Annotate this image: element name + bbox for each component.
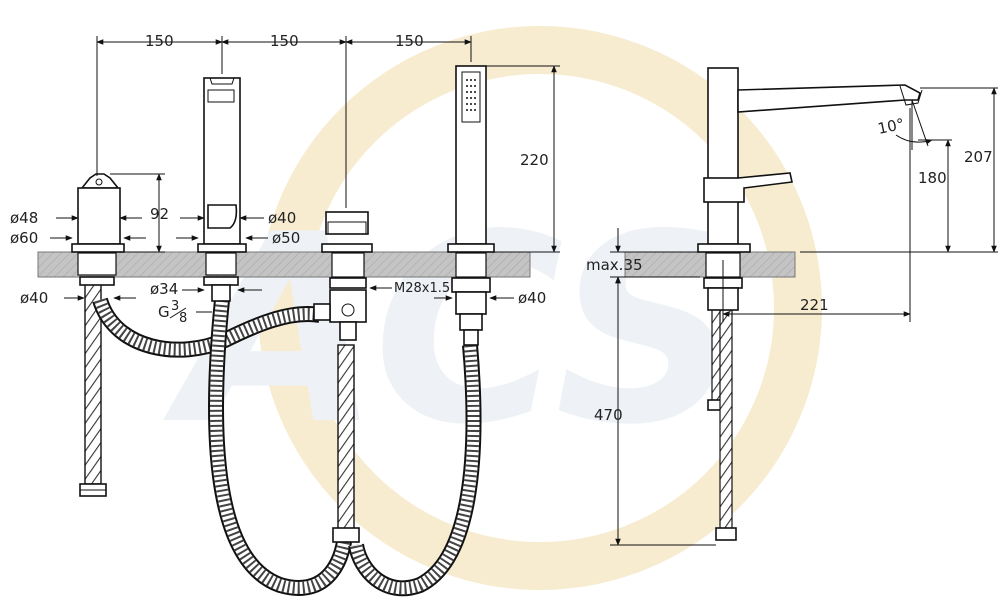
spout-base-diameter: ø50: [272, 229, 300, 247]
handshower-height: 220: [520, 151, 549, 169]
dimension-lines: [50, 36, 998, 546]
valve-top-diameter: ø48: [10, 209, 38, 227]
diverter-thread: M28x1.5: [394, 281, 450, 296]
left-shank-diameter: ø40: [20, 289, 48, 307]
thread-denominator: 8: [179, 311, 187, 326]
spacing-label-1: 150: [145, 32, 174, 50]
deck-thickness: max.35: [586, 256, 643, 274]
thread-prefix: G: [158, 303, 170, 321]
spout-body: [197, 77, 247, 302]
hose-length: 470: [594, 406, 623, 424]
body-height-label: 92: [150, 205, 169, 223]
valve-body: [71, 173, 125, 286]
spout-diameter: ø40: [268, 209, 296, 227]
spacing-label-3: 150: [395, 32, 424, 50]
spacing-label-2: 150: [270, 32, 299, 50]
projection: 221: [800, 296, 829, 314]
diverter-body: [313, 211, 373, 341]
valve-base-diameter: ø60: [10, 229, 38, 247]
handshower-body: [447, 65, 495, 346]
thread-size: G 3 8: [158, 299, 187, 326]
shank-diameter: ø34: [150, 280, 178, 298]
total-height: 207: [964, 148, 993, 166]
spout-angle: 10°: [876, 115, 906, 138]
deck-left: [37, 251, 531, 278]
handshower-shank-diameter: ø40: [518, 289, 546, 307]
thread-numerator: 3: [171, 299, 179, 314]
outlet-height: 180: [918, 169, 947, 187]
hoses: [79, 281, 737, 597]
